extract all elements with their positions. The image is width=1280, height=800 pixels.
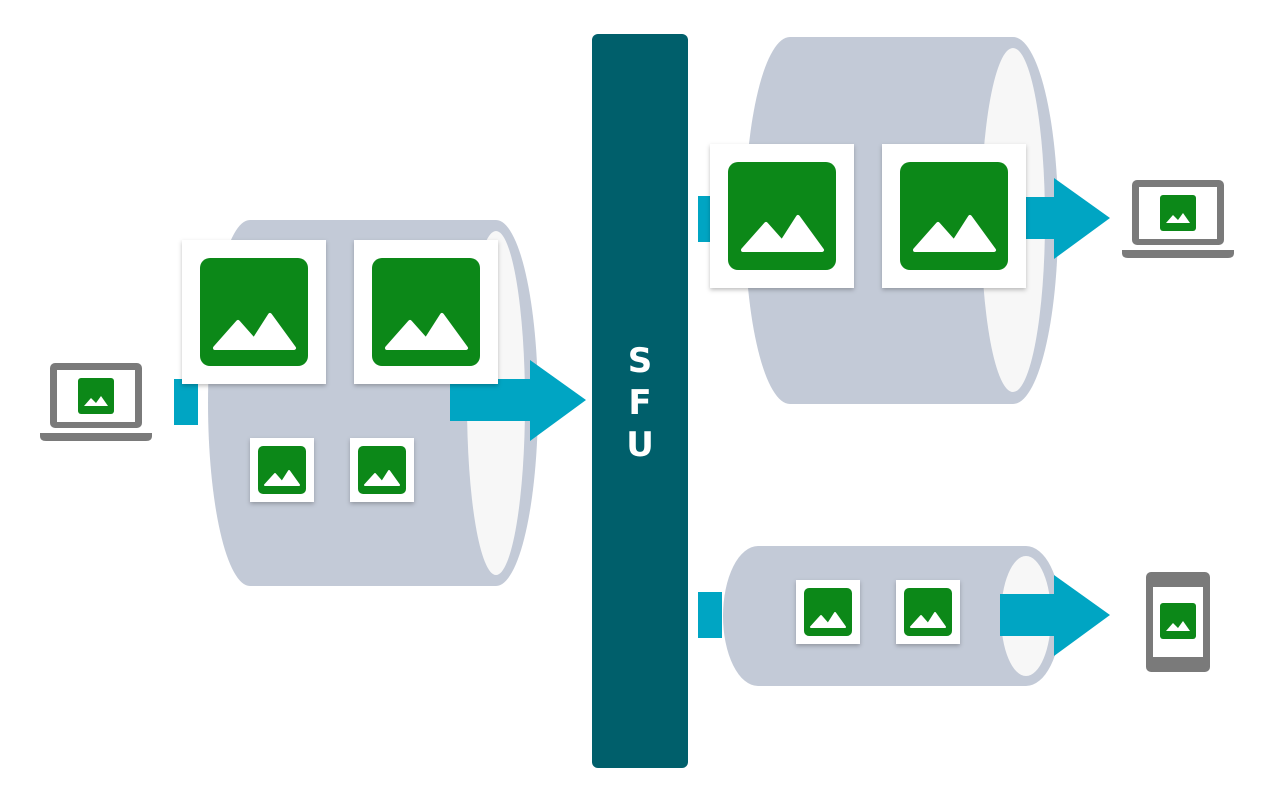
media-frame-small (350, 438, 414, 502)
receiver-laptop-icon (1122, 180, 1234, 258)
phone-arrow-icon (698, 575, 1110, 656)
sfu-label-letter: F (628, 383, 652, 423)
receiver-phone-icon (1146, 572, 1210, 672)
sfu-label-letter: U (626, 425, 654, 465)
media-frame-small (796, 580, 860, 644)
sfu-label: S F U (592, 340, 688, 466)
media-frame-large (882, 144, 1026, 288)
media-frame-small (250, 438, 314, 502)
media-frame-small (896, 580, 960, 644)
sfu-label-letter: S (627, 341, 653, 381)
sender-laptop-icon (40, 363, 152, 441)
media-frame-large (354, 240, 498, 384)
media-frame-large (710, 144, 854, 288)
media-frame-large (182, 240, 326, 384)
sfu-server (592, 34, 688, 768)
